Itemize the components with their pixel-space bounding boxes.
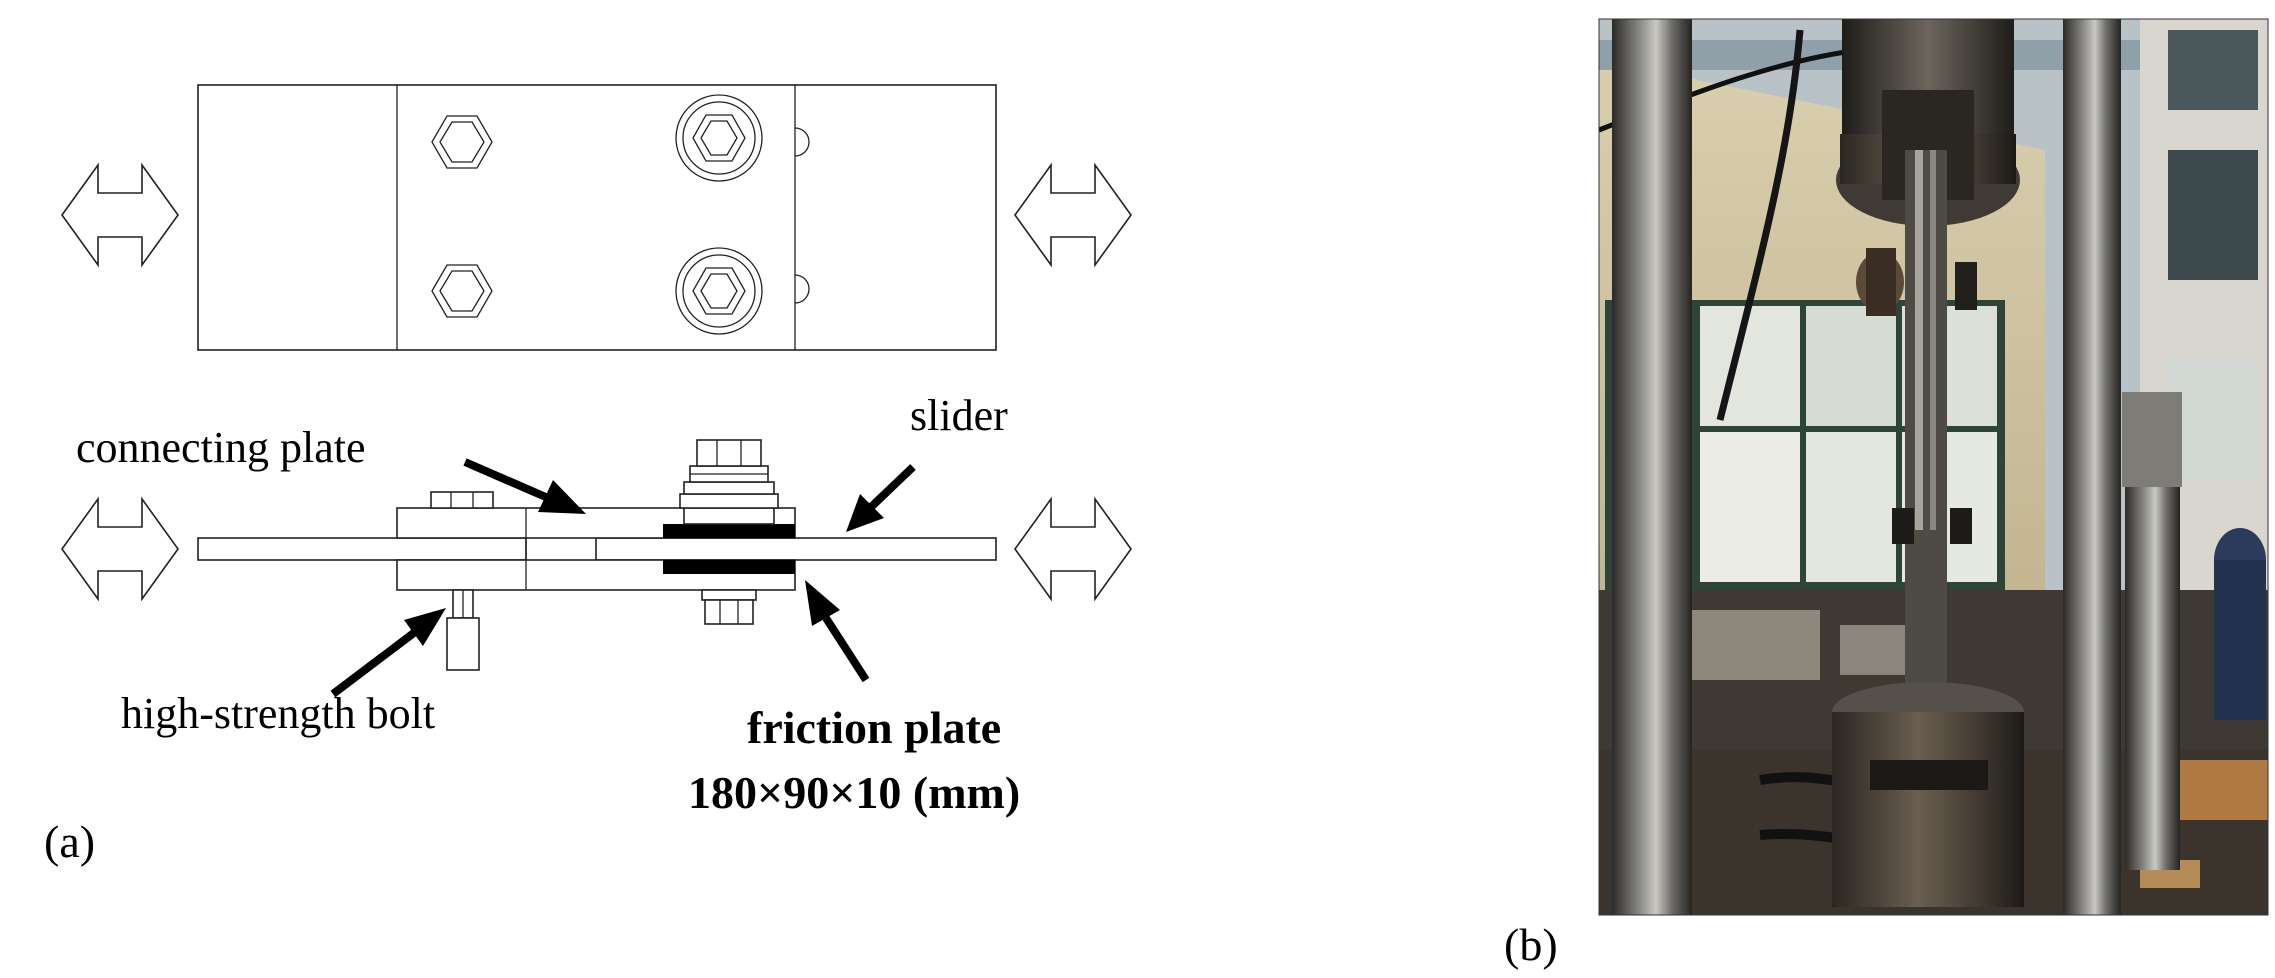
label-friction-plate-dimensions: 180×90×10 (mm): [688, 767, 1020, 818]
load-arrow-right-top: [1014, 162, 1132, 268]
load-arrow-right-bottom: [1014, 496, 1132, 602]
tab-top: [794, 127, 810, 157]
right-bolt-stack: [679, 439, 779, 525]
label-high-strength-bolt: high-strength bolt: [121, 689, 435, 738]
pointer-arrow-high-strength-bolt: [330, 608, 446, 698]
panel-b-test-photo: (b): [1504, 18, 2269, 970]
pointer-arrow-slider: [846, 464, 916, 532]
panel-label-a: (a): [44, 816, 95, 867]
right-slider-strip: [595, 537, 997, 561]
upper-friction-plate: [663, 524, 795, 538]
left-slider-strip: [197, 537, 527, 561]
top-view-outline: [197, 84, 997, 351]
label-connecting-plate: connecting plate: [76, 423, 366, 472]
panel-label-b: (b): [1504, 919, 1558, 970]
left-bolt-head: [430, 491, 494, 509]
load-arrow-left-bottom: [61, 496, 179, 602]
label-slider: slider: [910, 391, 1008, 440]
pointer-arrow-connecting-plate: [463, 458, 586, 514]
label-friction-plate: friction plate: [747, 702, 1001, 753]
load-arrow-left-top: [61, 162, 179, 268]
tab-bottom: [794, 274, 810, 304]
left-bolt-shank: [446, 589, 480, 671]
pointer-arrow-friction-plate: [805, 580, 870, 683]
lower-friction-plate: [663, 560, 795, 574]
hex-bolt-top-left: [431, 115, 493, 169]
washer-bolt-bottom: [675, 247, 763, 335]
panel-a-schematic: connecting plate slider high-strength bo…: [44, 84, 1132, 867]
top-view: [61, 84, 1132, 351]
right-bolt-head: [701, 589, 757, 625]
side-view: [61, 439, 1132, 698]
hex-bolt-bottom-left: [431, 264, 493, 318]
photo-frame: [1598, 18, 2269, 916]
washer-bolt-top: [675, 94, 763, 182]
